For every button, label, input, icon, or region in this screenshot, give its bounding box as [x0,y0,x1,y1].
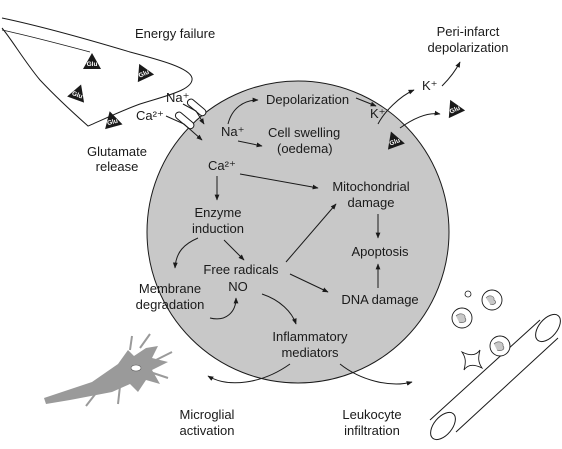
presynaptic-inner-line [1,29,91,53]
na-to-swelling-arrow [237,140,263,148]
leukocyte-infiltration-label: infiltration [344,423,400,438]
ca-inner-label: Ca²⁺ [208,158,236,173]
glutamate-icon: Glu [83,53,101,69]
microglial-activation-label: activation [180,423,235,438]
apoptosis-label: Apoptosis [351,244,409,259]
glutamate-icon: Glu [105,111,123,130]
na-to-depolarization-arrow [227,97,259,125]
leukocyte-icon [489,335,511,357]
microglia-cell-icon [44,333,173,407]
depolarization-label: Depolarization [266,92,349,107]
oedema-label: (oedema) [277,141,333,156]
microglial-label: Microglial [180,407,235,422]
k-outer-label: K⁺ [422,78,438,93]
inflammatory-to-leukocyte-arrow [339,363,413,386]
radicals-to-mito-arrow [285,203,337,263]
glutamate-icon: Glu [387,131,405,150]
leukocyte-icon [451,307,473,329]
ca-influx-arrow [165,115,203,141]
enzyme-to-radicals-arrow [223,239,245,261]
blood-vessel-icon [429,313,561,441]
mitochondrial-label: Mitochondrial [332,179,409,194]
energy-failure-label: Energy failure [135,26,215,41]
membrane-degradation-label: degradation [136,297,205,312]
membrane-to-no-arrow [209,297,239,320]
depolarization-to-k-arrow [355,97,377,107]
leukocyte-label: Leukocyte [342,407,401,422]
presynaptic-terminal [1,17,193,127]
glutamate-icon: Glu [138,63,155,83]
glutamate-icon: Glu [67,84,85,103]
k-inner-label: K⁺ [370,106,386,121]
dna-damage-label: DNA damage [341,292,418,307]
k-efflux-arrow [377,89,415,125]
cell-swelling-label: Cell swelling [268,125,340,140]
svg-text:Glu: Glu [449,105,462,116]
leukocyte-small-icon [464,290,472,298]
free-radicals-label: Free radicals [203,262,279,277]
neuron-cell-body [146,80,450,384]
ca-ion-label: Ca²⁺ [136,108,164,123]
svg-text:Glu: Glu [389,137,402,147]
enzyme-induction-label: induction [192,221,244,236]
mitochondrial-damage-label: damage [348,195,395,210]
enzyme-to-membrane-arrow [172,237,199,269]
svg-text:Glu: Glu [71,90,84,100]
na-influx-arrow [182,103,205,125]
k-to-peri-infarct-arrow [441,61,461,87]
radicals-to-dna-arrow [289,273,329,293]
glu-release-arrow [399,110,441,129]
transmigrating-leukocyte-icon [460,349,484,371]
svg-text:Glu: Glu [107,118,119,128]
inflammatory-to-microglia-arrow [207,363,291,384]
svg-text:Glu: Glu [138,69,151,80]
glutamate-icon: Glu [449,99,466,119]
svg-text:Glu: Glu [87,61,98,68]
enzyme-label: Enzyme [195,205,242,220]
leukocyte-icon [481,289,503,311]
glutamate-release-label: release [96,159,139,174]
peri-infarct-label: Peri-infarct [437,24,500,39]
radicals-to-inflammatory-arrow [261,293,297,325]
inflammatory-mediators-label: mediators [281,345,339,360]
glutamate-release-label: Glutamate [87,144,147,159]
inflammatory-label: Inflammatory [272,329,348,344]
na-inner-label: Na⁺ [221,124,244,139]
ca-to-mito-arrow [239,173,319,190]
na-ion-label: Na⁺ [166,90,189,105]
peri-infarct-depolarization-label: depolarization [428,40,509,55]
membrane-label: Membrane [139,281,201,296]
no-label: NO [228,279,248,294]
